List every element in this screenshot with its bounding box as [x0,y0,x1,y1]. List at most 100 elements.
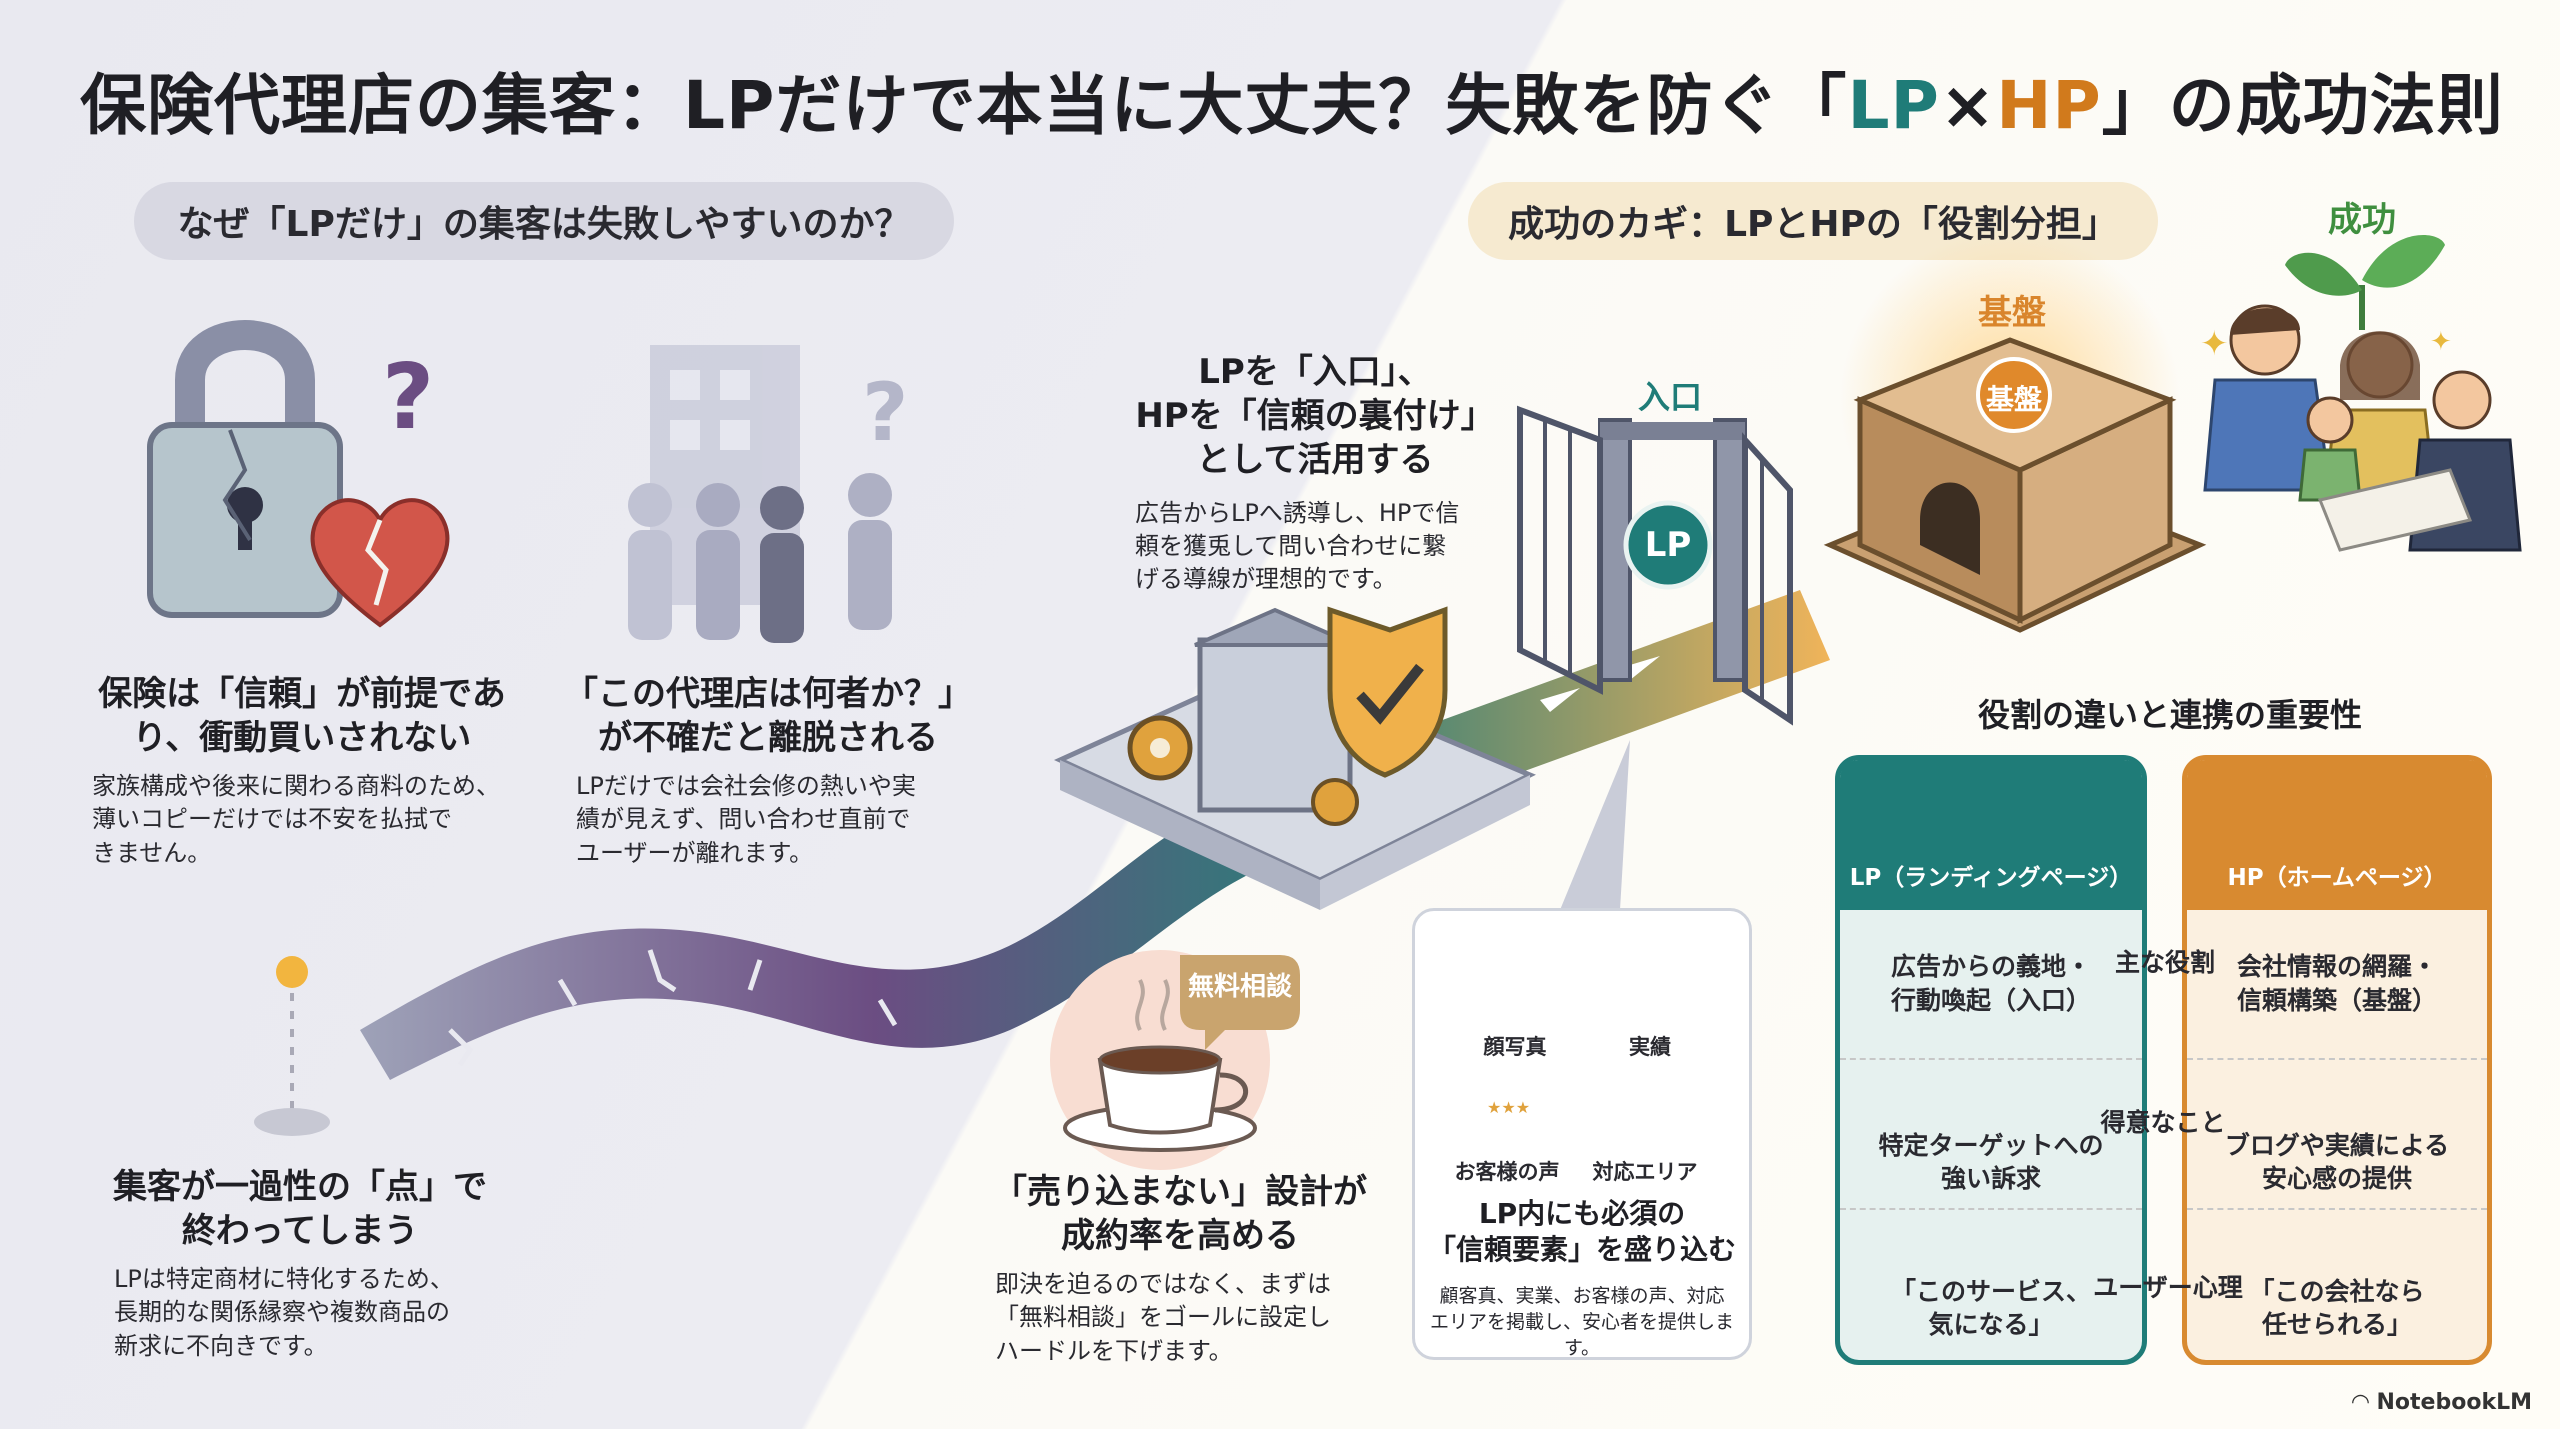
road-cracks [448,949,898,1067]
point-oneoff-body: LPは特定商材に特化するため、 長期的な関係縁察や複数商品の 新求に不向きです。 [80,1263,520,1362]
hp-row-role-2: 信頼構築（基盤） [2236,986,2437,1015]
point-oneoff-heading-1: 集客が一過性の「点」で [113,1167,487,1207]
road-band [360,590,1830,1080]
foundation-badge-text: 基盤 [1985,383,2042,416]
lp-row-strength-1: 特定ターゲットへの [1878,1130,2104,1160]
point-identity-heading-1: 「この代理店は何者か？」 [564,674,972,714]
panel-item-area: 対応エリア [1592,1160,1698,1184]
question-mark-icon-1: ? [382,345,434,450]
point-identity-heading-2: が不確だと離脱される [598,718,938,759]
title-lp: LP [1847,67,1940,144]
panel-body-1: 顧客真、実業、お客様の声、対応 [1439,1285,1725,1307]
lp-row-role-2: 行動喚起（入口） [1890,986,2091,1015]
hp-row-psychology-1: 「この会社なら [2249,1276,2425,1306]
row-label-psychology: ユーザー心理 [2093,1273,2243,1302]
comparison-title: 役割の違いと連携の重要性 [1977,696,2362,734]
point-base [254,1108,330,1136]
hp-row-role-1: 会社情報の網羅・ [2236,952,2437,982]
title-text-1: 保険代理店の集客：LPだけで本当に大丈夫？失敗を防ぐ「 [80,67,1848,144]
notebooklm-brand: ◠ NotebookLM [2352,1390,2532,1415]
lp-row-role: 広告からの義地・ 行動喚起（入口） [1840,910,2142,1060]
notebooklm-logo-icon: ◠ [2351,1390,2377,1415]
consult-heading-2: 成約率を高める [1061,1216,1299,1257]
consult-body-1: 即決を迫るのではなく、まずは [995,1270,1331,1299]
hp-row-role: 会社情報の網羅・ 信頼構築（基盤） [2187,910,2487,1060]
lp-row-strength-2: 強い訴求 [1940,1164,2041,1194]
consult-body-3: ハードルを下げます。 [995,1336,1233,1365]
faded-people-icon [628,473,892,643]
trust-elements-panel: 顔写真 実績 お客様の声 対応エリア ★★★ LP内にも必須の 「信頼要素」を盛… [1412,908,1752,1360]
lp-card-title: LP（ランディングページ） [1849,865,2133,891]
panel-body: 顧客真、実業、お客様の声、対応 エリアを掲載し、安心者を提供します。 [1415,1283,1749,1362]
consult-bubble-shape [1180,955,1300,1050]
broken-heart-icon [310,498,450,628]
point-trust: 保険は「信頼」が前提であ り、衝動買いされない 家族構成や後来に関わる商料のため… [72,672,532,870]
gear-icon [1127,715,1359,826]
lp-row-psychology-2: 気になる」 [1928,1310,2054,1340]
hp-card-header: HP（ホームページ） [2187,760,2487,910]
panel-item-reviews: お客様の声 [1454,1160,1560,1184]
point-oneoff: 集客が一過性の「点」で 終わってしまう LPは特定商材に特化するため、 長期的な… [80,1165,520,1363]
role-strategy-heading: LPを「入口」、 HPを「信頼の裏付け」 として活用する [1095,350,1535,483]
family-consultation-icon [2203,304,2522,552]
entrance-gate-icon [1517,405,1793,726]
role-strategy: LPを「入口」、 HPを「信頼の裏付け」 として活用する 広告からLPへ誘導し、… [1095,350,1535,596]
point-oneoff-heading: 集客が一過性の「点」で 終わってしまう [80,1165,520,1253]
point-trust-heading: 保険は「信頼」が前提であ り、衝動買いされない [72,672,532,760]
sparkle-icon: ✦ [2200,324,2229,364]
point-trust-heading-1: 保険は「信頼」が前提であ [98,674,506,714]
hp-row-strength-2: 安心感の提供 [2261,1164,2412,1194]
gate-badge-text: LP [1644,525,1692,565]
lp-row-psychology: 「このサービス、 気になる」 [1840,1210,2142,1360]
point-trust-body-2: 薄いコピーだけでは不安を払拭で [92,805,452,834]
panel-heading-2: 「信頼要素」を盛り込む [1427,1233,1736,1267]
role-strategy-heading-3: として活用する [1196,440,1434,481]
hp-card: HP（ホームページ） 会社情報の網羅・ 信頼構築（基盤） ブログや実績による 安… [2182,755,2492,1365]
question-mark-icon-2: ? [862,366,908,459]
title-hp: HP [1996,67,2102,144]
panel-heading-1: LP内にも必須の [1478,1197,1686,1230]
point-trust-body-1: 家族構成や後来に関わる商料のため、 [92,772,500,801]
role-strategy-body-1: 広告からLPへ誘導し、HPで信 [1135,498,1460,527]
consult-heading-1: 「売り込まない」設計が [993,1172,1367,1212]
right-section-pill: 成功のカギ：LPとHPの「役割分担」 [1468,182,2158,260]
hp-row-psychology: 「この会社なら 任せられる」 [2187,1210,2487,1360]
star-rating-icon: ★★★ [1487,1098,1531,1117]
point-identity-body-3: ユーザーが離れます。 [576,838,814,867]
lp-row-role-1: 広告からの義地・ [1890,952,2091,982]
role-strategy-heading-2: HPを「信頼の裏付け」 [1135,396,1495,437]
hp-row-psychology-2: 任せられる」 [2261,1310,2412,1340]
sprout-icon [2285,234,2445,330]
gate-label: 入口 [1638,378,1703,416]
office-platform-icon [1053,607,1536,910]
consult-body-2: 「無料相談」をゴールに設定し [995,1303,1331,1332]
foundation-badge-circle [1976,357,2052,433]
shield-check-icon [1327,606,1448,778]
title-cross: × [1939,67,1997,144]
page-title: 保険代理店の集客：LPだけで本当に大丈夫？失敗を防ぐ「LP×HP」の成功法則 [80,52,2503,152]
lp-row-psychology-1: 「このサービス、 [1890,1276,2091,1306]
gate-badge-circle [1623,500,1713,590]
point-identity-heading: 「この代理店は何者か？」 が不確だと離脱される [558,672,978,760]
point-oneoff-body-2: 長期的な関係縁察や複数商品の [114,1298,450,1327]
broken-lock-icon [147,320,343,618]
panel-heading: LP内にも必須の 「信頼要素」を盛り込む [1415,1196,1749,1269]
lp-card-header: LP（ランディングページ） [1840,760,2142,910]
role-strategy-body-3: げる導線が理想的です。 [1135,564,1397,593]
point-identity-body: LPだけでは会社会修の熱いや実 績が見えず、問い合わせ直前で ユーザーが離れます… [558,770,978,869]
panel-body-2: エリアを掲載し、安心者を提供します。 [1429,1311,1734,1360]
lp-row-strength: 特定ターゲットへの 強い訴求 [1840,1060,2142,1210]
point-dot [276,956,308,988]
point-trust-body: 家族構成や後来に関わる商料のため、 薄いコピーだけでは不安を払拭で きません。 [72,770,532,869]
role-strategy-body-2: 頼を獲兎して問い合わせに繋 [1135,531,1447,560]
point-identity-body-2: 績が見えず、問い合わせ直前で [576,805,911,834]
panel-item-photo: 顔写真 [1483,1035,1547,1059]
role-strategy-heading-1: LPを「入口」、 [1198,352,1432,392]
point-oneoff-body-3: 新求に不向きです。 [114,1331,328,1360]
point-trust-body-3: きません。 [92,838,212,867]
consult-body: 即決を迫るのではなく、まずは 「無料相談」をゴールに設定し ハードルを下げます。 [960,1268,1400,1367]
point-identity: 「この代理店は何者か？」 が不確だと離脱される LPだけでは会社会修の熱いや実 … [558,672,978,870]
title-text-2: 」の成功法則 [2101,67,2504,144]
point-oneoff-heading-2: 終わってしまう [181,1211,419,1252]
